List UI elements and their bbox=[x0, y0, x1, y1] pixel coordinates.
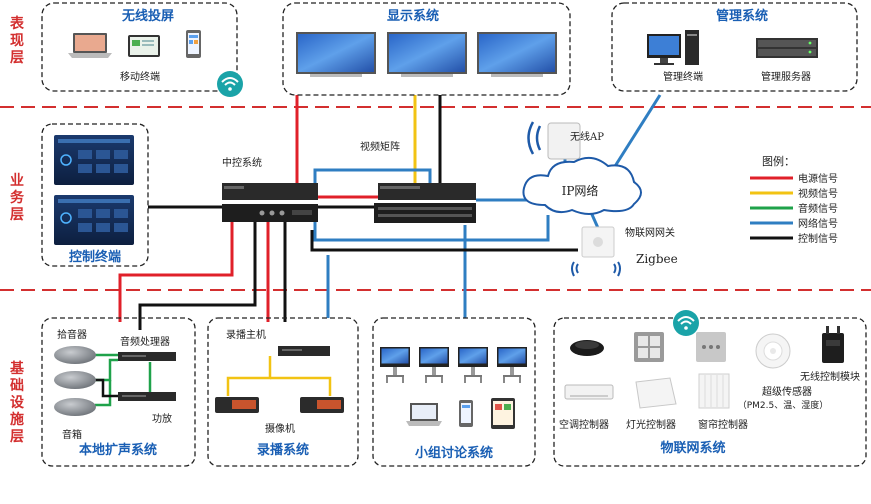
control-terminal-title: 控制终端 bbox=[69, 249, 121, 265]
light-controller-label: 灯光控制器 bbox=[626, 418, 676, 431]
ac-remote-icon bbox=[570, 340, 604, 356]
iot-gateway-label: 物联网网关 bbox=[625, 226, 675, 239]
discussion-monitor-2-icon bbox=[419, 347, 449, 383]
speaker-label: 音箱 bbox=[62, 428, 82, 441]
super-sensor-label: 超级传感器 bbox=[762, 385, 812, 398]
layer-label-presentation-1: 表 bbox=[9, 15, 25, 32]
wireless-cast-title: 无线投屏 bbox=[121, 8, 174, 24]
layer-label-infra-1: 基 bbox=[10, 360, 25, 377]
display-screen-1-icon bbox=[296, 32, 376, 77]
display-system-box bbox=[282, 2, 571, 96]
zigbee-label: Zigbee bbox=[636, 252, 678, 266]
discussion-monitor-4-icon bbox=[497, 347, 527, 383]
microphone-3-icon bbox=[54, 398, 96, 416]
amplifier-label: 功放 bbox=[152, 412, 172, 425]
iot-gateway-icon bbox=[571, 226, 621, 277]
camera-2-icon bbox=[300, 397, 344, 413]
ip-network-label: IP网络 bbox=[562, 183, 599, 198]
legend-title: 图例： bbox=[762, 154, 795, 168]
legend-label-audio: 音频信号 bbox=[798, 202, 838, 215]
discussion-tablet-icon bbox=[491, 398, 515, 429]
control-terminal-box bbox=[41, 123, 149, 267]
wireless-ap-label: 无线AP bbox=[570, 130, 604, 143]
management-terminal-label: 管理终端 bbox=[663, 70, 703, 83]
legend-label-power: 电源信号 bbox=[798, 172, 838, 185]
recording-video-line-right bbox=[270, 376, 332, 396]
desktop-computer-icon bbox=[647, 30, 699, 65]
microphone-1-icon bbox=[54, 346, 96, 364]
discussion-monitor-1-icon bbox=[380, 347, 410, 383]
mobile-terminal-label: 移动终端 bbox=[120, 70, 160, 83]
video-matrix-label: 视频矩阵 bbox=[360, 140, 400, 153]
iot-system-box bbox=[553, 317, 867, 467]
recording-video-line-left bbox=[226, 356, 272, 396]
laptop-icon bbox=[68, 33, 112, 58]
legend-label-network: 网络信号 bbox=[798, 217, 838, 230]
layer-label-infra-2: 础 bbox=[10, 377, 24, 394]
audio-processor-label: 音频处理器 bbox=[120, 335, 170, 348]
layer-label-infra-3: 设 bbox=[10, 395, 25, 411]
management-system-title: 管理系统 bbox=[716, 8, 768, 24]
audio-processor-device-icon bbox=[118, 352, 176, 361]
smartphone-icon bbox=[186, 30, 201, 58]
super-sensor-sub-label: （PM2.5、温、湿度） bbox=[738, 399, 829, 411]
local-pa-system-box bbox=[41, 317, 196, 467]
amplifier-device-icon bbox=[118, 392, 176, 401]
light-switch-panel-icon bbox=[634, 332, 664, 362]
wireless-control-module-label: 无线控制模块 bbox=[800, 370, 860, 383]
recording-host-label: 录播主机 bbox=[226, 328, 266, 341]
server-icon bbox=[756, 38, 818, 58]
layer-label-business-2: 务 bbox=[10, 189, 25, 206]
layer-label-infra-4: 施 bbox=[10, 411, 24, 428]
control-panel-screen-1-icon bbox=[54, 135, 134, 185]
recording-system-box bbox=[207, 317, 359, 467]
video-matrix-device-icon bbox=[374, 183, 476, 223]
camera-label: 摄像机 bbox=[265, 422, 295, 435]
display-system-title: 显示系统 bbox=[387, 8, 439, 24]
camera-1-icon bbox=[215, 397, 259, 413]
ip-network-cloud-icon bbox=[522, 156, 642, 215]
group-discussion-system-title: 小组讨论系统 bbox=[415, 445, 493, 461]
display-screen-3-icon bbox=[477, 32, 557, 77]
layer-label-presentation-2: 现 bbox=[10, 33, 24, 49]
tablet-icon bbox=[128, 35, 160, 57]
super-sensor-icon bbox=[755, 333, 791, 369]
display-screen-2-icon bbox=[387, 32, 467, 77]
layer-label-presentation-3: 层 bbox=[10, 50, 24, 66]
mic-label: 拾音器 bbox=[57, 328, 87, 341]
ceiling-light-panel-icon bbox=[635, 377, 677, 409]
discussion-laptop-icon bbox=[406, 403, 442, 426]
air-conditioner-icon bbox=[564, 384, 614, 400]
group-discussion-system-box bbox=[372, 317, 536, 467]
wireless-control-module-icon bbox=[822, 326, 844, 363]
layer-label-business-1: 业 bbox=[10, 173, 24, 189]
wireless-ap-icon bbox=[527, 121, 581, 160]
microphone-2-icon bbox=[54, 371, 96, 389]
wifi-icon bbox=[217, 71, 243, 97]
legend-label-video: 视频信号 bbox=[798, 187, 838, 200]
layer-label-business-3: 层 bbox=[10, 207, 24, 223]
control-panel-screen-2-icon bbox=[54, 195, 134, 245]
curtain-icon bbox=[698, 373, 730, 409]
iot-system-title: 物联网系统 bbox=[660, 440, 725, 456]
central-control-label: 中控系统 bbox=[222, 156, 262, 169]
recording-host-device-icon bbox=[278, 346, 330, 356]
discussion-monitor-3-icon bbox=[458, 347, 488, 383]
curtain-controller-label: 窗帘控制器 bbox=[698, 418, 748, 431]
local-pa-system-title: 本地扩声系统 bbox=[79, 442, 157, 458]
management-system-box bbox=[611, 2, 858, 92]
legend-label-control: 控制信号 bbox=[798, 232, 838, 245]
discussion-phone-icon bbox=[459, 400, 473, 427]
recording-system-title: 录播系统 bbox=[257, 442, 309, 458]
legend: 图例： 电源信号 视频信号 音频信号 网络信号 控制信号 bbox=[750, 154, 838, 245]
pa-audio-lines bbox=[95, 353, 152, 407]
central-control-device-icon bbox=[222, 183, 318, 222]
management-server-label: 管理服务器 bbox=[761, 70, 811, 83]
curtain-switch-panel-icon bbox=[696, 332, 726, 362]
layer-label-infra-5: 层 bbox=[10, 429, 24, 445]
iot-wifi-icon bbox=[673, 310, 699, 336]
ac-controller-label: 空调控制器 bbox=[559, 418, 609, 431]
